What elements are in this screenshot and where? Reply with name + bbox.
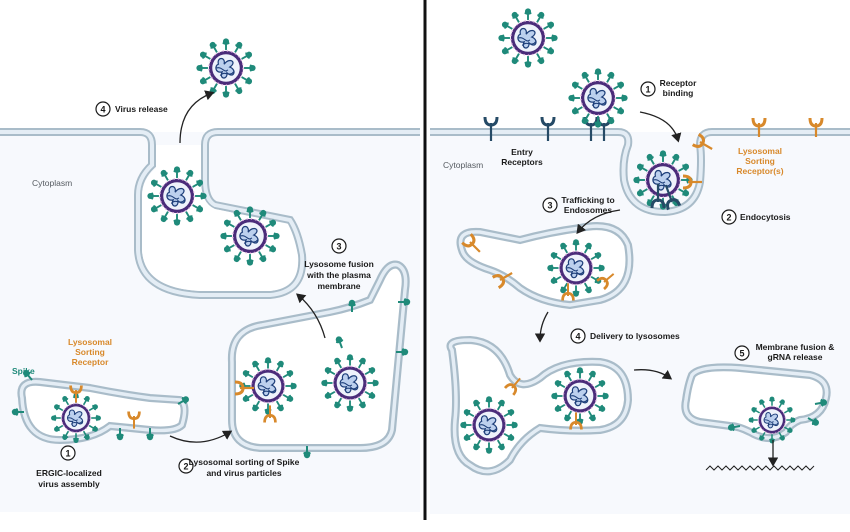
svg-text:3: 3: [547, 201, 552, 211]
fusion-arrow: [633, 369, 673, 380]
svg-text:Lysosome fusion: Lysosome fusion: [304, 259, 374, 269]
svg-text:with the plasma: with the plasma: [306, 270, 371, 280]
trafficking-arrow: [576, 209, 621, 235]
lysosomal-receptor-label-1: Lysosomal: [68, 337, 112, 347]
svg-text:gRNA release: gRNA release: [768, 352, 823, 362]
entry-receptors-label-2: Receptors: [501, 157, 543, 167]
svg-text:and virus particles: and virus particles: [206, 468, 281, 478]
svg-text:ERGIC-localized: ERGIC-localized: [36, 468, 102, 478]
binding-arrow: [639, 111, 682, 143]
svg-text:Trafficking to: Trafficking to: [561, 195, 614, 205]
right-step-5: 5 Membrane fusion & gRNA release: [734, 342, 835, 362]
svg-text:virus assembly: virus assembly: [38, 479, 100, 489]
virion-binding: [568, 68, 627, 127]
svg-text:Lysosomal sorting of Spike: Lysosomal sorting of Spike: [189, 457, 300, 467]
svg-text:1: 1: [645, 85, 650, 95]
right-step-4: 4 Delivery to lysosomes: [570, 328, 680, 344]
svg-text:Endosomes: Endosomes: [564, 205, 612, 215]
step-number-badge: [734, 345, 750, 361]
step-number-badge: [721, 209, 737, 225]
svg-text:Endocytosis: Endocytosis: [740, 212, 791, 222]
step-number-badge: [640, 81, 656, 97]
svg-text:Virus release: Virus release: [115, 104, 168, 114]
svg-text:4: 4: [575, 332, 580, 342]
svg-text:3: 3: [336, 242, 341, 252]
lysosomal-receptor-label-2: Sorting: [75, 347, 105, 357]
virion-free: [498, 8, 557, 67]
svg-text:5: 5: [739, 349, 744, 359]
delivery-arrow: [534, 311, 549, 343]
svg-text:membrane: membrane: [318, 281, 361, 291]
step-number-badge: [60, 445, 76, 461]
step-number-badge: [570, 328, 586, 344]
svg-text:binding: binding: [663, 88, 694, 98]
virion-released: [196, 38, 255, 97]
right-step-2: 2 Endocytosis: [721, 209, 791, 225]
step-number-badge: [95, 101, 111, 117]
left-step-1: 1 ERGIC-localized virus assembly: [36, 445, 102, 489]
sorting-arrow: [169, 430, 233, 443]
svg-text:2: 2: [183, 462, 188, 472]
left-step-2: 2 Lysosomal sorting of Spike and virus p…: [178, 457, 300, 478]
right-panel: Cytoplasm Entry Receptors Lysosomal Sort…: [430, 8, 850, 514]
lysosomal-receptor-label-3: Receptor: [72, 357, 110, 367]
step-number-badge: [542, 197, 558, 213]
grna-strand: [705, 465, 815, 471]
step-number-badge: [331, 238, 347, 254]
entry-receptors-label-1: Entry: [511, 147, 533, 157]
lysosomal-receptors-label-3: Receptor(s): [736, 166, 783, 176]
left-step-4: 4 Virus release: [95, 101, 168, 117]
left-step-3: 3 Lysosome fusion with the plasma membra…: [304, 238, 374, 291]
release-arrow: [179, 90, 215, 144]
svg-text:Membrane fusion &: Membrane fusion &: [756, 342, 835, 352]
lysosomal-receptors-label-1: Lysosomal: [738, 146, 782, 156]
svg-text:Receptor: Receptor: [660, 78, 698, 88]
fusion-arrow: [296, 293, 326, 339]
right-step-1: 1 Receptor binding: [640, 78, 698, 98]
lysosomal-receptors-label-2: Sorting: [745, 156, 775, 166]
left-panel: Cytoplasm Spike Lysosomal Sorting Recept…: [0, 38, 420, 512]
svg-text:1: 1: [65, 449, 70, 459]
cytoplasm-label: Cytoplasm: [443, 160, 483, 170]
plasma-membrane: [0, 128, 420, 299]
svg-text:2: 2: [726, 213, 731, 223]
cytoplasm-label: Cytoplasm: [32, 178, 72, 188]
spike-label: Spike: [12, 366, 35, 376]
step-number-badge: [178, 458, 194, 474]
svg-text:Delivery to lysosomes: Delivery to lysosomes: [590, 331, 680, 341]
right-step-3: 3 Trafficking to Endosomes: [542, 195, 615, 215]
svg-text:4: 4: [100, 105, 105, 115]
